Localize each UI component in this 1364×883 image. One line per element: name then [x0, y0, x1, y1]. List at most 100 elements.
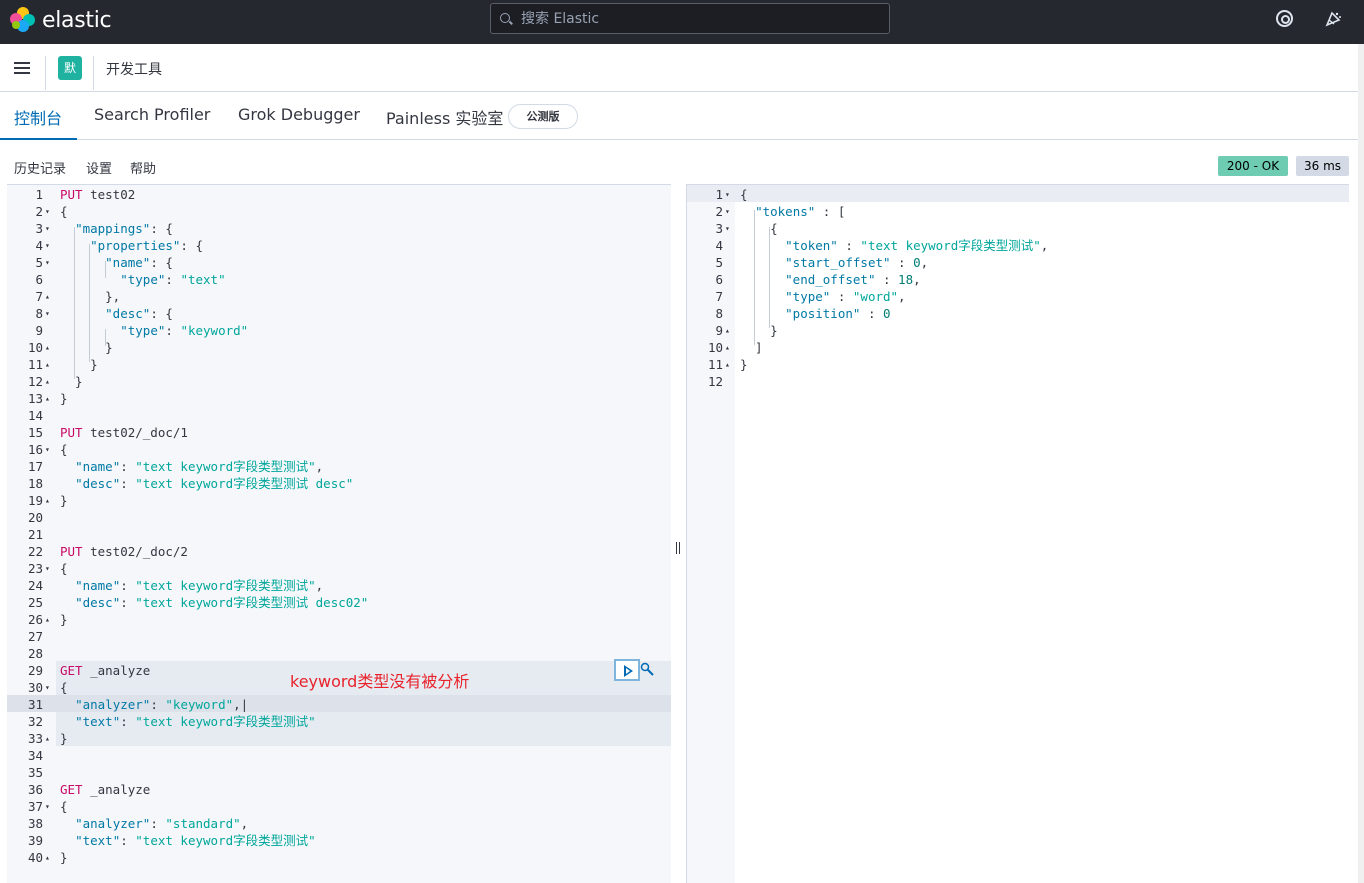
code-line: 17 "name": "text keyword字段类型测试", [7, 458, 671, 475]
fold-close-icon[interactable]: ▴ [725, 343, 730, 352]
menu-icon[interactable] [14, 62, 30, 74]
line-number: 40 [27, 850, 43, 865]
newsfeed-icon[interactable] [1323, 9, 1343, 29]
code-token: , [920, 255, 929, 270]
code-line: 1▾{ [687, 186, 1349, 203]
global-search[interactable] [490, 3, 890, 34]
code-token: : { [150, 221, 173, 236]
top-header: elastic [0, 0, 1364, 44]
line-number: 33 [27, 731, 43, 746]
fold-close-icon[interactable]: ▴ [45, 343, 50, 352]
code-token: : [120, 476, 136, 491]
help-icon[interactable] [1276, 10, 1293, 27]
fold-close-icon[interactable]: ▴ [45, 734, 50, 743]
code-line: 4 "token" : "text keyword字段类型测试", [687, 237, 1349, 254]
code-token: , [315, 459, 324, 474]
tab-grok-debugger[interactable]: Grok Debugger [238, 105, 360, 124]
fold-open-icon[interactable]: ▾ [725, 190, 730, 199]
fold-open-icon[interactable]: ▾ [45, 224, 50, 233]
tab-search-profiler[interactable]: Search Profiler [94, 105, 211, 124]
code-line: 9▴ } [687, 322, 1349, 339]
code-token: "desc" [75, 595, 121, 610]
fold-close-icon[interactable]: ▴ [45, 496, 50, 505]
code-token [740, 289, 785, 304]
tab-console[interactable]: 控制台 [14, 109, 63, 128]
line-number: 27 [27, 629, 43, 644]
fold-open-icon[interactable]: ▾ [45, 802, 50, 811]
fold-close-icon[interactable]: ▴ [725, 360, 730, 369]
code-line: 2▾{ [7, 203, 671, 220]
fold-open-icon[interactable]: ▾ [725, 224, 730, 233]
code-token [60, 323, 120, 338]
page-scrollbar[interactable] [1358, 44, 1364, 883]
code-token: : [120, 714, 136, 729]
line-number: 6 [715, 272, 723, 287]
response-viewer[interactable]: 1▾{2▾ "tokens" : [3▾ {4 "token" : "text … [686, 184, 1349, 883]
code-token: "token" [785, 238, 838, 253]
line-number: 15 [27, 425, 43, 440]
code-token: } [60, 374, 83, 389]
code-text: "name": "text keyword字段类型测试", [60, 458, 323, 475]
fold-close-icon[interactable]: ▴ [45, 853, 50, 862]
search-input[interactable] [521, 4, 881, 33]
divider [45, 56, 46, 90]
code-token [60, 595, 75, 610]
history-link[interactable]: 历史记录 [14, 162, 67, 177]
code-text: }, [60, 288, 120, 305]
code-line: 31 "analyzer": "keyword",| [7, 696, 671, 713]
code-token: : [120, 833, 136, 848]
code-text: "text": "text keyword字段类型测试" [60, 713, 316, 730]
line-number: 21 [27, 527, 43, 542]
fold-close-icon[interactable]: ▴ [45, 360, 50, 369]
line-number: 25 [27, 595, 43, 610]
fold-open-icon[interactable]: ▾ [45, 258, 50, 267]
code-token: "keyword" [180, 323, 249, 338]
fold-open-icon[interactable]: ▾ [45, 241, 50, 250]
code-token: { [740, 187, 748, 202]
pane-resizer[interactable] [675, 540, 681, 556]
code-text: } [60, 611, 68, 628]
code-token: ] [740, 340, 763, 355]
code-text: } [60, 849, 68, 866]
code-token [740, 255, 785, 270]
fold-close-icon[interactable]: ▴ [45, 377, 50, 386]
code-text: } [740, 356, 748, 373]
code-token: "word" [852, 289, 899, 304]
console-toolbar: 历史记录 设置 帮助 200 - OK 36 ms [0, 140, 1358, 184]
wrench-icon[interactable] [640, 661, 656, 679]
code-line: 21 [7, 526, 671, 543]
fold-close-icon[interactable]: ▴ [725, 326, 730, 335]
code-token [60, 306, 105, 321]
fold-open-icon[interactable]: ▾ [725, 207, 730, 216]
code-line: 2▾ "tokens" : [ [687, 203, 1349, 220]
elastic-logo-icon[interactable] [10, 7, 36, 33]
help-link[interactable]: 帮助 [130, 162, 157, 177]
fold-open-icon[interactable]: ▾ [45, 309, 50, 318]
line-number: 22 [27, 544, 43, 559]
code-token: , [315, 578, 324, 593]
logo-text[interactable]: elastic [42, 8, 112, 33]
code-text: "type" : "word", [740, 288, 905, 305]
code-token: 0 [883, 306, 891, 321]
fold-close-icon[interactable]: ▴ [45, 394, 50, 403]
settings-link[interactable]: 设置 [86, 162, 113, 177]
fold-open-icon[interactable]: ▾ [45, 683, 50, 692]
code-line: 19▴} [7, 492, 671, 509]
fold-close-icon[interactable]: ▴ [45, 292, 50, 301]
indent-guide [105, 329, 106, 346]
fold-close-icon[interactable]: ▴ [45, 615, 50, 624]
code-text: "analyzer": "keyword",| [60, 696, 248, 713]
code-line: 33▴} [7, 730, 671, 747]
send-request-button[interactable] [614, 659, 640, 681]
line-number: 36 [27, 782, 43, 797]
annotation-note: keyword类型没有被分析 [290, 672, 470, 691]
code-text: { [740, 186, 748, 203]
code-text: "analyzer": "standard", [60, 815, 248, 832]
fold-open-icon[interactable]: ▾ [45, 564, 50, 573]
fold-open-icon[interactable]: ▾ [45, 207, 50, 216]
fold-open-icon[interactable]: ▾ [45, 445, 50, 454]
tab-painless-lab[interactable]: Painless 实验室 [386, 109, 504, 128]
space-avatar[interactable]: 默 [58, 56, 82, 80]
code-token [740, 204, 755, 219]
